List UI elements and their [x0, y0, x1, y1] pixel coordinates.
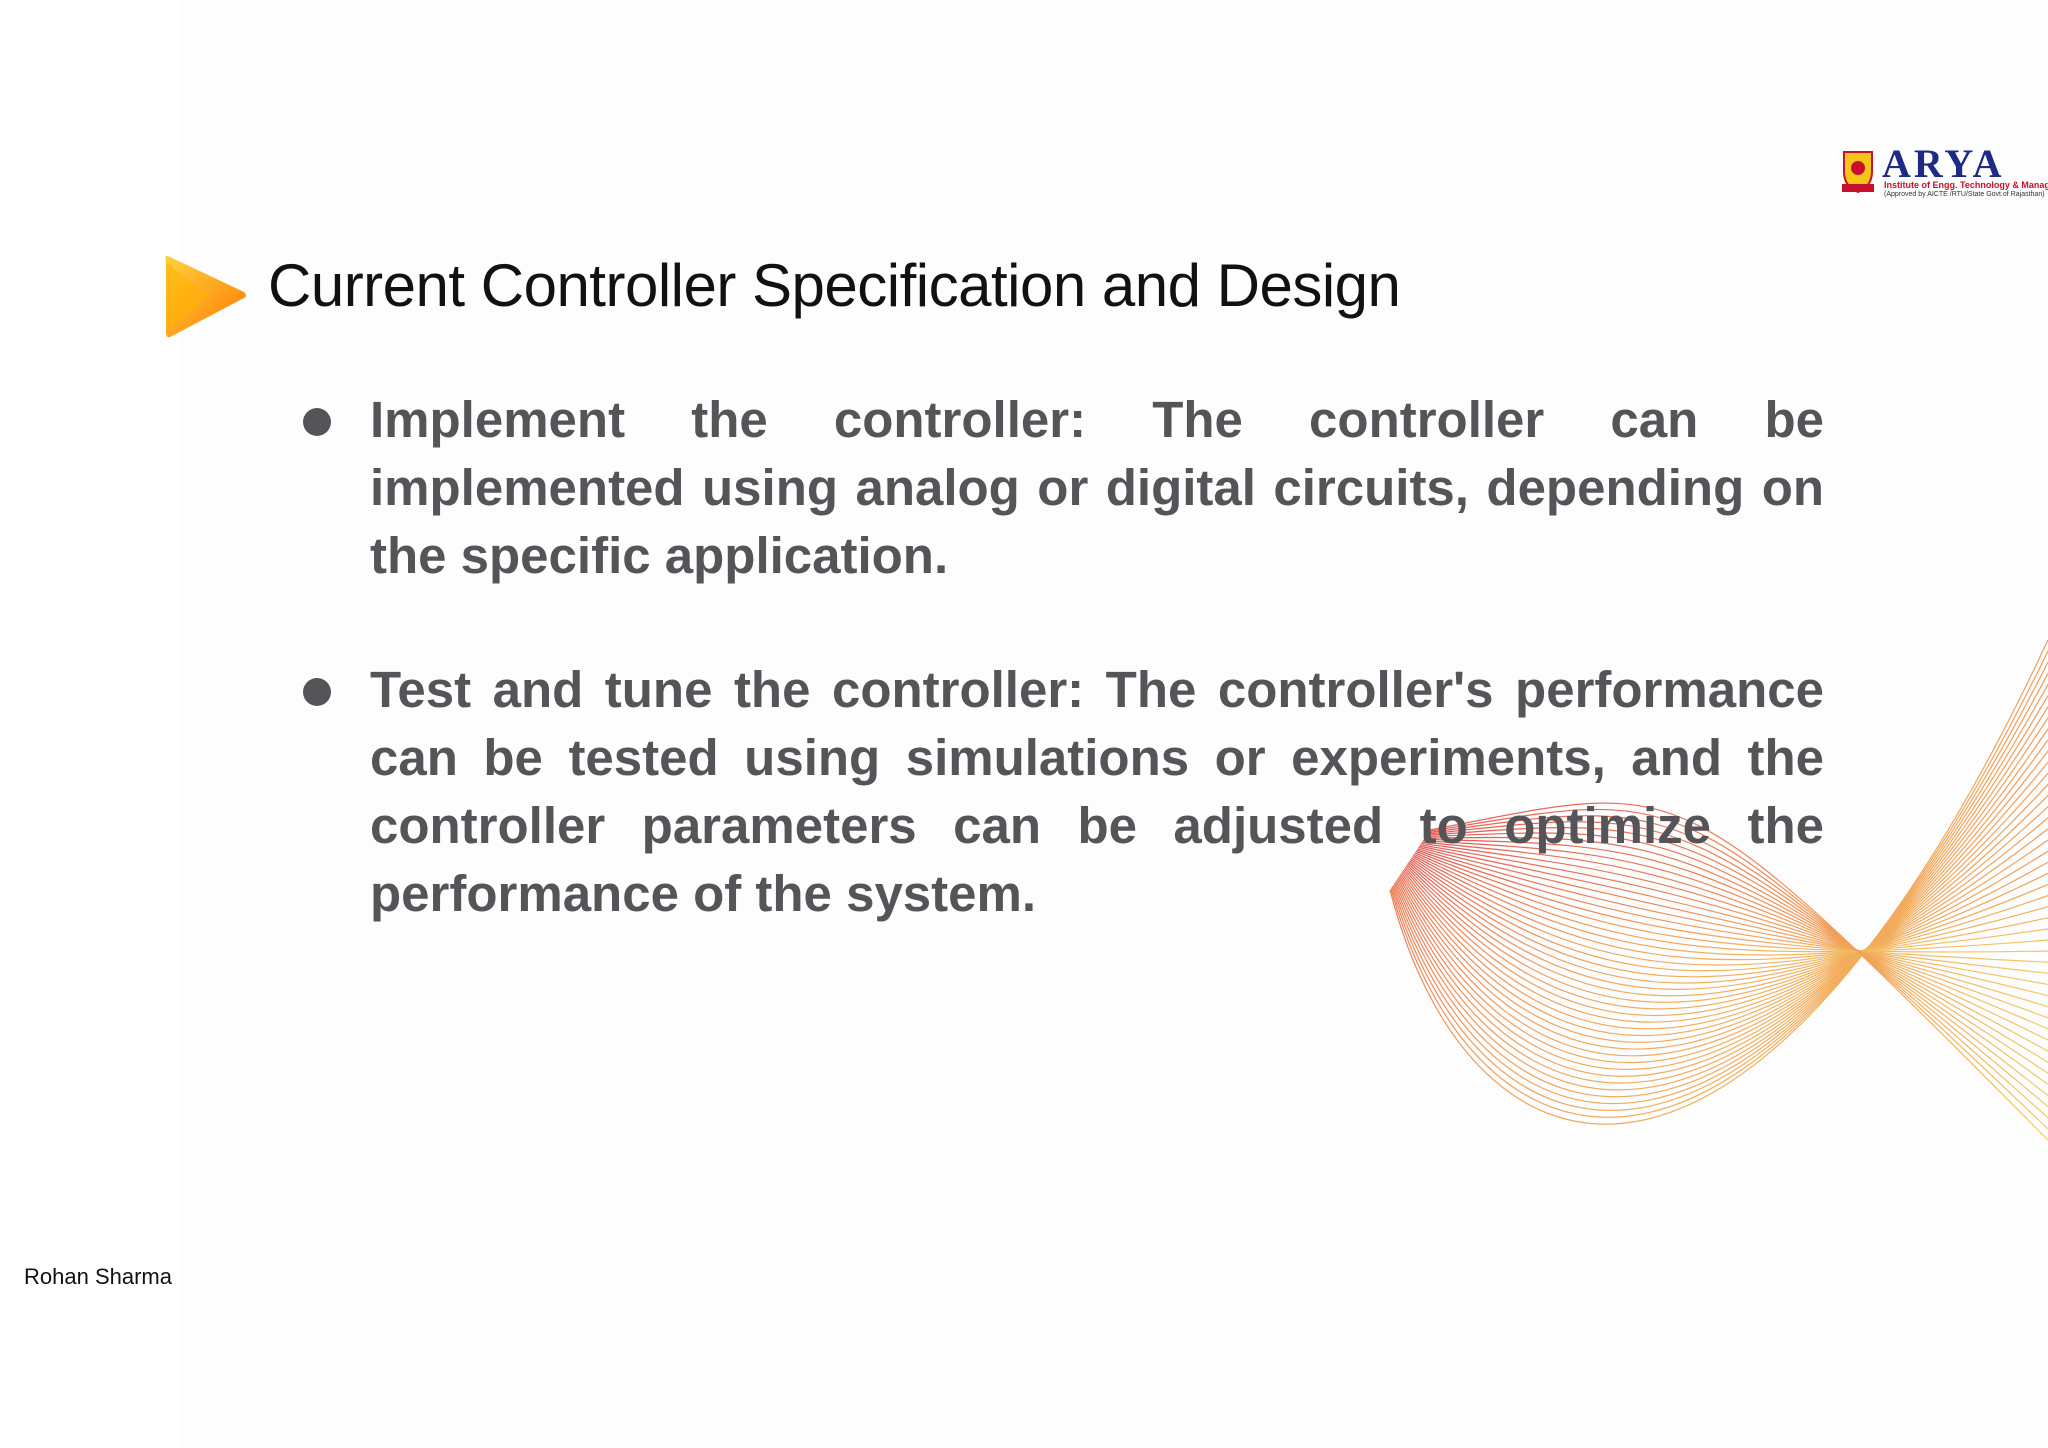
- wave-lines-graphic: [1389, 639, 2048, 1141]
- logo-subtitle: Institute of Engg. Technology & Manageme…: [1884, 180, 2048, 190]
- author-name: Rohan Sharma: [24, 1264, 172, 1289]
- play-arrow-icon: [165, 255, 246, 338]
- bullet-text: Implement the controller: The controller…: [370, 391, 1824, 584]
- bullet-item: Test and tune the controller: The contro…: [303, 656, 1824, 928]
- bullet-dot-icon: [303, 678, 331, 706]
- logo-approval: (Approved by AICTE /RTU/State Govt.of Ra…: [1884, 191, 2045, 198]
- bullet-list: Implement the controller: The controller…: [303, 386, 1824, 994]
- slide-background: [178, 0, 2048, 1448]
- slide-title: Current Controller Specification and Des…: [268, 252, 1401, 319]
- bullet-text: Test and tune the controller: The contro…: [370, 661, 1824, 922]
- bullet-item: Implement the controller: The controller…: [303, 386, 1824, 590]
- logo-name: ARYA: [1882, 141, 2005, 186]
- arya-logo: ARYA Institute of Engg. Technology & Man…: [1840, 142, 2048, 202]
- bullet-dot-icon: [303, 408, 331, 436]
- shield-emblem-icon: [1842, 151, 1874, 194]
